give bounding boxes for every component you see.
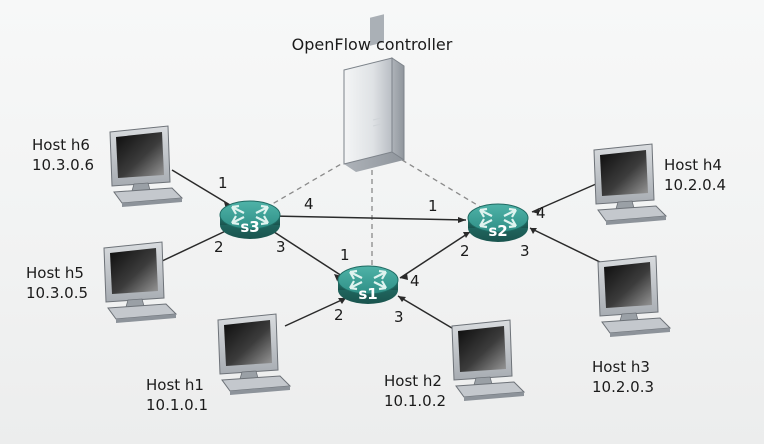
link-s1-h1 [284, 297, 347, 327]
host-h5-computer-icon[interactable] [103, 241, 177, 324]
port-s3-2: 2 [214, 238, 224, 256]
control-links [261, 159, 495, 270]
link-s1-h2 [397, 295, 463, 335]
link-s2-h4 [531, 183, 597, 213]
switch-s2-label: s2 [488, 222, 507, 240]
host-h1-computer-icon[interactable] [217, 313, 291, 396]
port-s1-4: 4 [410, 272, 420, 290]
link-s2-h3 [529, 227, 605, 265]
host-h1-ip: 10.1.0.1 [146, 396, 208, 414]
control-link-s3 [261, 159, 349, 211]
data-links [159, 169, 605, 335]
host-labels: Host h6 10.3.0.6 Host h5 10.3.0.5 Host h… [26, 136, 726, 414]
openflow-controller-server [343, 14, 405, 172]
link-h5-s3 [159, 227, 233, 263]
host-h2-computer-icon[interactable] [451, 319, 525, 402]
host-h6-name: Host h6 [32, 136, 90, 154]
switch-s1-label: s1 [358, 285, 377, 303]
link-s3-s2 [271, 215, 467, 221]
host-h3-computer-icon[interactable] [597, 255, 671, 338]
switch-s3[interactable]: s3 [218, 199, 282, 241]
port-s2-3: 3 [520, 242, 530, 260]
port-s1-3: 3 [394, 308, 404, 326]
host-h4-ip: 10.2.0.4 [664, 176, 726, 194]
controller-label: OpenFlow controller [292, 35, 453, 54]
port-s2-1: 1 [428, 197, 438, 215]
switch-s2[interactable]: s2 [466, 202, 530, 244]
port-s3-4: 4 [304, 195, 314, 213]
link-h6-s3 [171, 169, 231, 206]
host-h3-ip: 10.2.0.3 [592, 378, 654, 396]
host-h4-computer-icon[interactable] [593, 143, 667, 226]
switch-s1[interactable]: s1 [336, 264, 400, 306]
host-h2-ip: 10.1.0.2 [384, 392, 446, 410]
port-s1-2: 2 [334, 306, 344, 324]
host-h3-name: Host h3 [592, 358, 650, 376]
host-h4-name: Host h4 [664, 156, 722, 174]
port-s3-1: 1 [218, 174, 228, 192]
port-s2-2: 2 [460, 242, 470, 260]
port-s3-3: 3 [276, 238, 286, 256]
switch-s3-label: s3 [240, 218, 259, 236]
port-s2-4: 4 [536, 204, 546, 222]
host-h5-name: Host h5 [26, 264, 84, 282]
host-h1-name: Host h1 [146, 376, 204, 394]
port-s1-1: 1 [340, 246, 350, 264]
host-h6-ip: 10.3.0.6 [32, 156, 94, 174]
link-s1-s2 [399, 231, 471, 279]
host-h5-ip: 10.3.0.5 [26, 284, 88, 302]
host-h6-computer-icon[interactable] [109, 125, 183, 208]
link-s3-s1 [267, 227, 343, 277]
port-labels: 1 2 3 4 1 2 3 4 1 2 3 4 [214, 174, 546, 326]
host-h2-name: Host h2 [384, 372, 442, 390]
